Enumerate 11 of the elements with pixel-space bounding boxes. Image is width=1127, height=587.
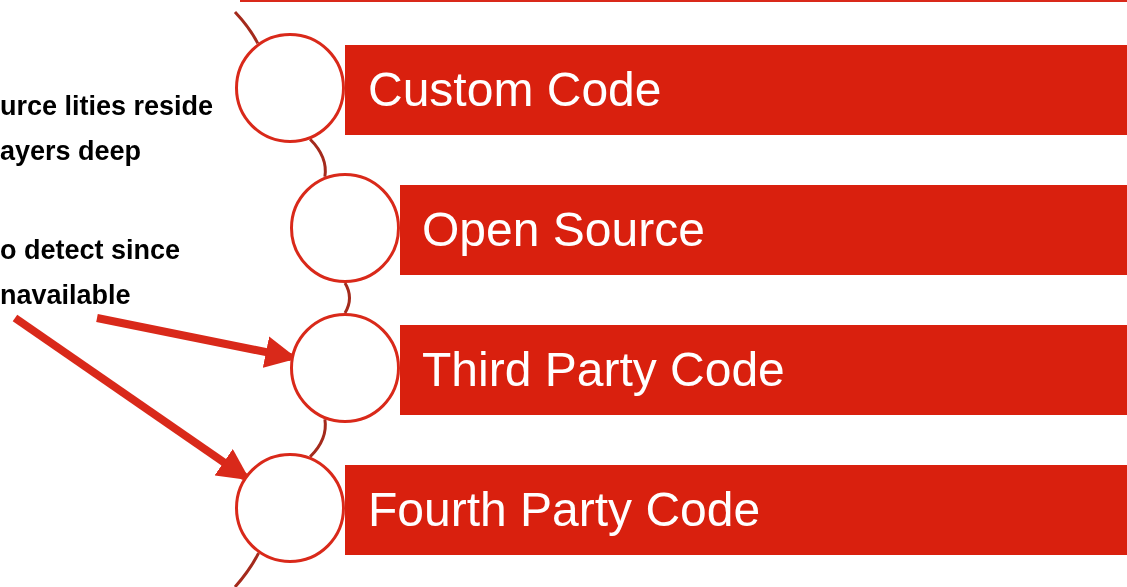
note-text: urce lities reside ayers deep — [0, 84, 215, 174]
timeline-line — [309, 419, 327, 458]
label-bar: Third Party Code — [400, 325, 1127, 415]
label-bar: Open Source — [400, 185, 1127, 275]
timeline-line — [343, 282, 351, 314]
timeline-line — [309, 138, 327, 177]
note-text: o detect since navailable — [0, 228, 255, 318]
timeline-line — [233, 552, 260, 587]
label-bar: Custom Code — [345, 45, 1127, 135]
timeline-line — [233, 11, 260, 45]
label-bar: Fourth Party Code — [345, 465, 1127, 555]
